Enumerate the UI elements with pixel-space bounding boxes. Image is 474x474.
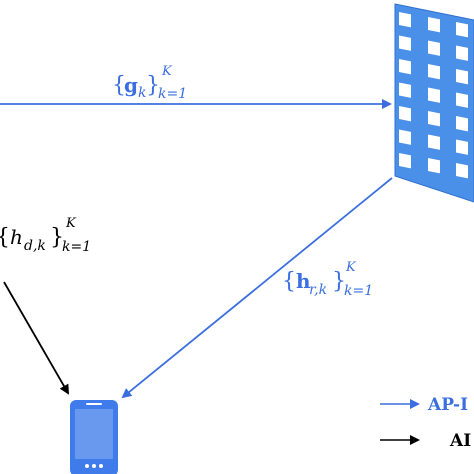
svg-text:}: } — [332, 269, 346, 294]
hd-range: k=1 — [62, 239, 91, 255]
ris-element — [456, 22, 468, 38]
ris-element — [399, 153, 411, 169]
ris-element — [399, 106, 411, 122]
g-channel-label: { g k } K k=1 — [112, 64, 187, 102]
hr-range: k=1 — [344, 283, 373, 299]
ris-element — [399, 59, 411, 75]
ris-element — [399, 82, 411, 98]
g-sup: K — [161, 64, 173, 79]
ris-element — [456, 116, 468, 132]
hd-sup: K — [65, 216, 77, 231]
svg-text:}: } — [146, 73, 160, 98]
ris-element — [456, 163, 468, 179]
hr-sub: r,k — [309, 282, 327, 298]
svg-text:{: { — [282, 269, 296, 294]
user-phone-icon — [70, 400, 118, 474]
g-base: g — [124, 73, 138, 97]
ris-element — [456, 92, 468, 108]
hd-base: h — [10, 225, 23, 249]
svg-text:{: { — [112, 73, 126, 98]
g-range: k=1 — [158, 86, 187, 102]
ris-element — [428, 158, 440, 174]
ris-to-user-link — [121, 177, 393, 399]
ris-element — [428, 17, 440, 33]
ris-element — [399, 129, 411, 145]
legend: AP-I AI — [380, 395, 471, 451]
hd-sub: d,k — [24, 238, 46, 254]
ris-element — [428, 111, 440, 127]
ris-element — [456, 45, 468, 61]
ris-panel — [394, 3, 474, 203]
ris-element — [456, 139, 468, 155]
legend-entry-2: AI — [449, 431, 471, 451]
hr-base: h — [296, 269, 311, 293]
hr-sup: K — [345, 260, 357, 275]
ris-element — [428, 64, 440, 80]
ris-element — [428, 40, 440, 56]
svg-text:}: } — [50, 225, 64, 250]
hr-channel-label: { h r,k } K k=1 — [282, 260, 373, 299]
svg-text:{: { — [0, 225, 10, 250]
ris-element — [456, 69, 468, 85]
ris-element — [428, 87, 440, 103]
legend-entry-1: AP-I — [427, 395, 468, 415]
ris-element — [399, 35, 411, 51]
hd-channel-label: { h d,k } K k=1 — [0, 216, 91, 255]
g-sub: k — [138, 85, 146, 101]
ap-to-user-direct-link — [3, 281, 69, 395]
ris-element — [399, 12, 411, 28]
ris-element — [428, 134, 440, 150]
